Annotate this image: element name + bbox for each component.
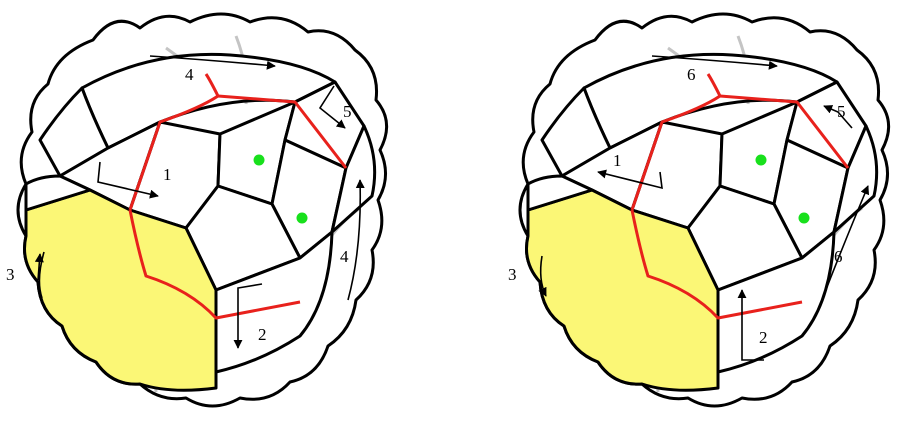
arrow-upper-right	[318, 85, 346, 129]
arrow-bottom	[233, 283, 263, 349]
label-top: 6	[687, 65, 696, 84]
label-center: 1	[163, 165, 172, 184]
label-right: 4	[340, 247, 349, 266]
arrow-upper-right	[823, 105, 853, 129]
arrow-top	[149, 55, 276, 70]
arrow-center	[597, 169, 663, 190]
label-left: 3	[6, 265, 15, 284]
panel-left: 4 5 1 4 3 2	[6, 12, 389, 408]
label-upper-right: 5	[837, 102, 846, 121]
label-top: 4	[185, 65, 194, 84]
arrow-top	[651, 55, 778, 70]
arrow-center	[97, 161, 159, 199]
arrow-right	[821, 185, 870, 301]
panel-right: 6 5 1 6 3 2	[508, 12, 891, 408]
label-center: 1	[613, 151, 622, 170]
arrow-right	[347, 179, 365, 301]
arrow-left	[538, 255, 547, 297]
label-right: 6	[834, 247, 843, 266]
label-bottom: 2	[258, 325, 267, 344]
arrow-bottom	[737, 289, 764, 361]
label-bottom: 2	[759, 328, 768, 347]
label-upper-right: 5	[343, 102, 352, 121]
label-left: 3	[508, 265, 517, 284]
arrow-left	[38, 252, 44, 299]
